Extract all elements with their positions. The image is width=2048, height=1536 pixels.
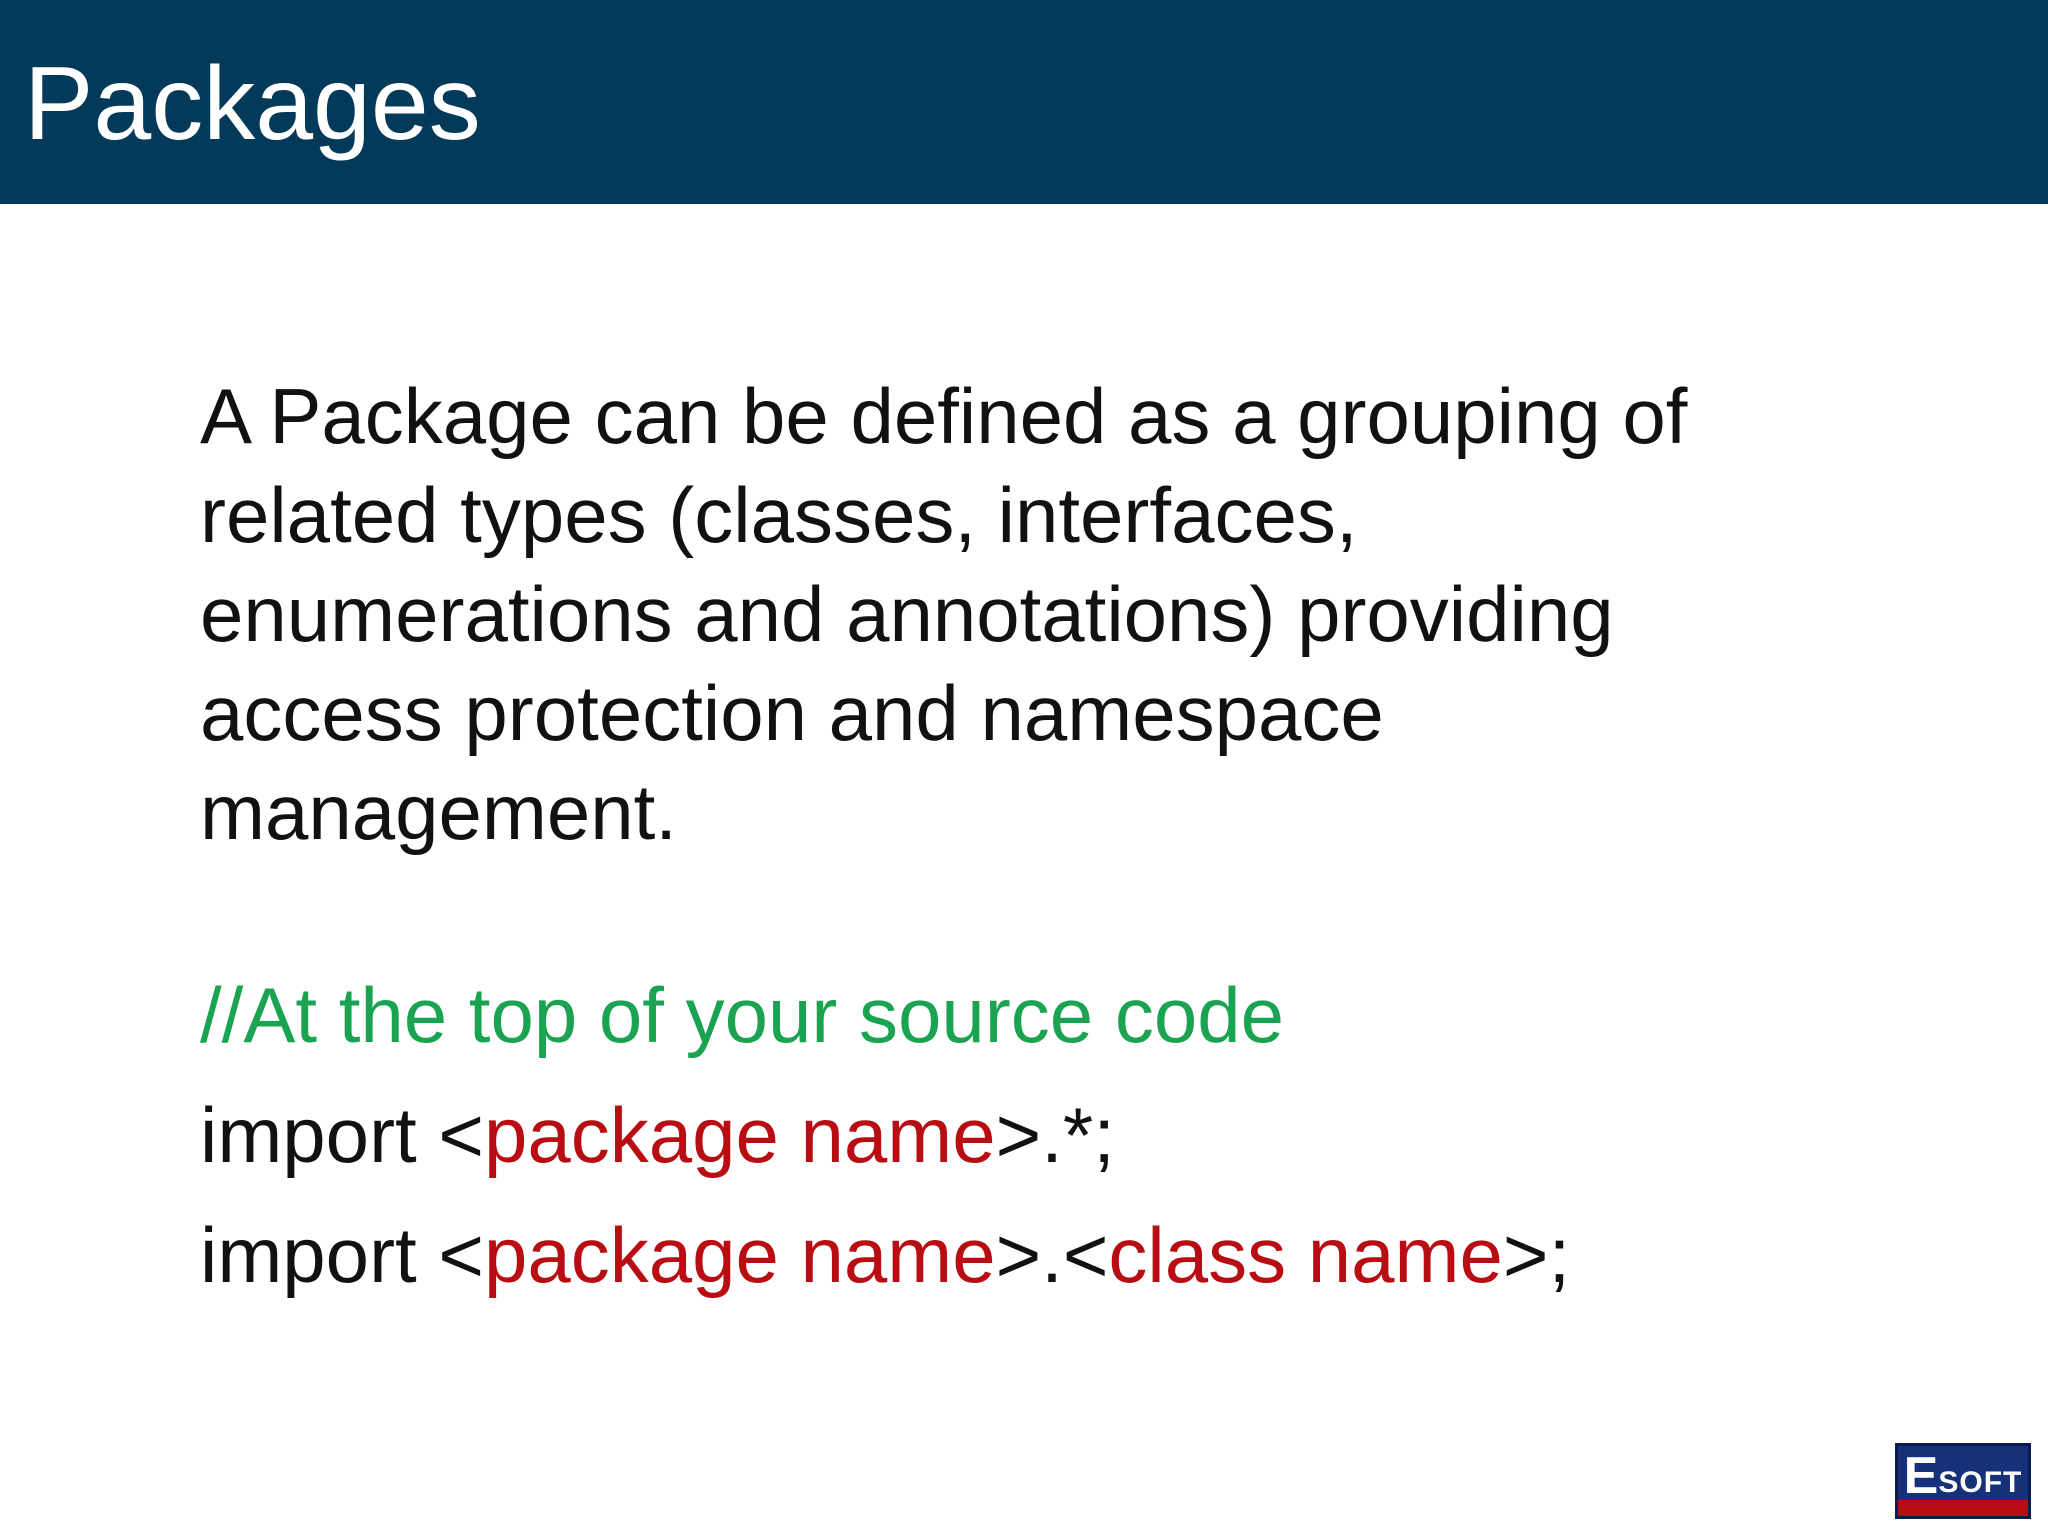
logo-tagline-strip xyxy=(1898,1500,2028,1516)
code-example: //At the top of your source code import … xyxy=(200,955,1900,1315)
definition-paragraph: A Package can be defined as a grouping o… xyxy=(200,372,1688,856)
esoft-logo: ESOFT xyxy=(1895,1443,2031,1519)
package-name-placeholder: package name xyxy=(483,1091,996,1179)
code-line-import-all: import <package name>.*; xyxy=(200,1075,1900,1195)
logo-rest: SOFT xyxy=(1938,1466,2023,1499)
code-comment: //At the top of your source code xyxy=(200,971,1284,1059)
slide-title: Packages xyxy=(24,46,481,162)
import-suffix: >.*; xyxy=(995,1091,1115,1179)
import-separator: >.< xyxy=(995,1211,1109,1299)
import-suffix: >; xyxy=(1502,1211,1571,1299)
logo-initial: E xyxy=(1903,1447,1939,1505)
class-name-placeholder: class name xyxy=(1108,1211,1503,1299)
import-keyword: import < xyxy=(200,1091,484,1179)
package-name-placeholder: package name xyxy=(483,1211,996,1299)
import-keyword: import < xyxy=(200,1211,484,1299)
logo-wordmark: ESOFT xyxy=(1898,1450,2028,1502)
title-bar: Packages xyxy=(0,0,2048,204)
code-line-import-class: import <package name>.<class name>; xyxy=(200,1195,1900,1315)
